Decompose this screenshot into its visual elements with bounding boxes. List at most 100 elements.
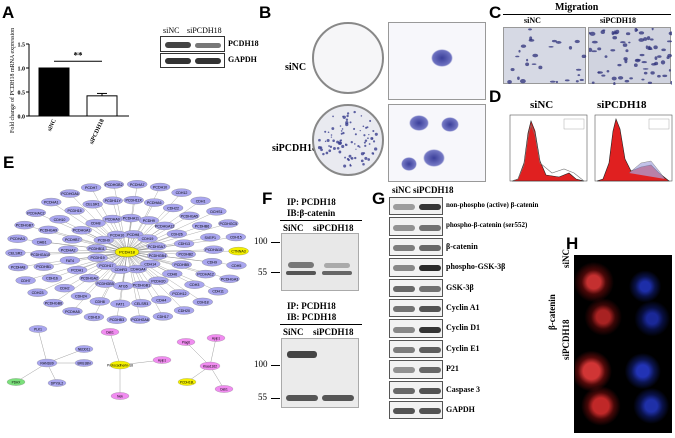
subnet-node bbox=[74, 359, 94, 367]
network-node-label: PCDHGA12 bbox=[155, 224, 174, 228]
panel-f-col2-sipcdh18: siPCDH18 bbox=[313, 327, 354, 337]
network-node-label: PCDH11X bbox=[125, 199, 142, 203]
network-edge bbox=[126, 215, 190, 253]
network-node-label: CDH7 bbox=[21, 279, 31, 283]
network-node-label: CDH20 bbox=[178, 309, 190, 313]
network-node-label: FAT1 bbox=[116, 302, 124, 306]
subnet-node-label: PDHX bbox=[12, 380, 22, 384]
network-node-label: PCDHA12 bbox=[197, 273, 214, 277]
network-node-label: CDH6 bbox=[167, 272, 177, 276]
network-node-label: PCDH1 bbox=[71, 269, 83, 273]
network-node-label: PCDHGB4 bbox=[149, 254, 166, 258]
subnet-hub-node bbox=[199, 361, 221, 371]
network-node-label: PCDH10 bbox=[153, 186, 167, 190]
subnet-hub-label: RAN1B9 bbox=[40, 361, 53, 365]
network-node-label: DCHS1 bbox=[210, 210, 222, 214]
panel-a-blot-col-sinc: siNC bbox=[163, 26, 180, 35]
network-node-label: CDH22 bbox=[167, 206, 179, 210]
network-node bbox=[151, 295, 172, 304]
network-node-label: CTNNA3 bbox=[231, 250, 245, 254]
y-tick-label: 0.5 bbox=[18, 91, 26, 97]
network-node-label: CDH3 bbox=[190, 283, 200, 287]
network-node bbox=[162, 269, 183, 278]
subnet-hub-label: Protocadherin-18 bbox=[107, 363, 133, 367]
network-node bbox=[5, 248, 26, 258]
network-node bbox=[64, 206, 85, 215]
subnet-node bbox=[176, 338, 196, 346]
network-hub-node bbox=[114, 246, 140, 258]
network-node bbox=[31, 237, 53, 246]
subnet-edge bbox=[37, 328, 48, 364]
panel-f-marker2-100: 100 bbox=[254, 359, 268, 369]
subnet-node bbox=[100, 328, 120, 336]
panel-c-col-sipcdh18: siPCDH18 bbox=[600, 16, 636, 25]
network-node-label: SVEP1 bbox=[204, 236, 216, 240]
panel-g-blot-2 bbox=[389, 237, 443, 257]
network-node bbox=[225, 232, 246, 242]
y-tick-label: 1.5 bbox=[18, 43, 26, 49]
subnet-node bbox=[214, 385, 234, 393]
y-tick-label: 1.0 bbox=[18, 67, 26, 73]
network-node bbox=[87, 253, 108, 262]
network-node-label: CDH15 bbox=[230, 235, 242, 239]
panel-f-col2-sinc: SiNC bbox=[283, 327, 304, 337]
subnet-node-label: PCDH18L bbox=[180, 380, 195, 384]
network-node bbox=[33, 262, 54, 271]
network-node bbox=[59, 256, 81, 265]
network-node bbox=[102, 196, 123, 205]
network-edge bbox=[74, 210, 128, 253]
panel-h-row-sinc: siNC bbox=[561, 248, 571, 268]
panel-a-blot-row-gapdh: GAPDH bbox=[228, 55, 257, 64]
subnet-node-label: BRG1BN bbox=[77, 361, 91, 365]
network-node-label: PCDH8 bbox=[127, 233, 139, 237]
subnet-node-label: Nek bbox=[117, 394, 123, 398]
network-node-label: CDH11 bbox=[212, 290, 224, 294]
network-node bbox=[228, 246, 249, 256]
panel-letter-c: C bbox=[489, 3, 502, 22]
y-tick-label: 0.0 bbox=[18, 115, 26, 121]
network-node-label: CDH16 bbox=[46, 277, 58, 281]
network-node-label: PCDHGB5 bbox=[96, 282, 113, 286]
panel-b-micro-sinc bbox=[388, 22, 486, 100]
network-node-label: CELSR2 bbox=[8, 251, 22, 255]
network-node bbox=[169, 289, 190, 298]
panel-g-blot-4 bbox=[389, 278, 443, 297]
panel-c-micro-sinc bbox=[503, 27, 587, 84]
network-node-label: PCDHGA6 bbox=[61, 192, 78, 196]
panel-e-network: CDH1DCHS1PCDHGC5CDH15CTNNA3CDH5PCDHGA3CD… bbox=[5, 180, 249, 400]
network-node-label: PCDHGB2 bbox=[105, 183, 122, 187]
network-node-label: PCDHGA4 bbox=[128, 268, 145, 272]
network-node-label: CELSR3 bbox=[134, 302, 148, 306]
network-edge bbox=[126, 225, 203, 253]
network-node bbox=[54, 284, 75, 293]
network-node bbox=[71, 226, 92, 235]
network-node-label: PCDH17 bbox=[99, 264, 113, 268]
panel-b-micro-sipcdh18 bbox=[388, 104, 486, 182]
subnet-node-label: Apip1 bbox=[212, 336, 220, 340]
subnet-edge bbox=[109, 331, 121, 366]
panel-g-row-label-4: GSK-3β bbox=[446, 282, 474, 292]
network-node-label: PCDHGA2 bbox=[81, 277, 98, 281]
network-node bbox=[120, 213, 142, 223]
panel-g-row-label-8: P21 bbox=[446, 364, 459, 374]
panel-letter-a: A bbox=[2, 3, 15, 22]
panel-f-blot1 bbox=[281, 233, 359, 291]
network-edge bbox=[126, 251, 203, 303]
network-node bbox=[38, 225, 59, 235]
network-node bbox=[146, 242, 167, 251]
network-node bbox=[43, 298, 64, 308]
panel-h-row-sipcdh18: siPCDH18 bbox=[561, 319, 571, 361]
panel-a-blot-gapdh bbox=[160, 53, 225, 68]
network-edge bbox=[112, 200, 128, 253]
panel-g-blot-6 bbox=[389, 319, 443, 338]
network-node-label: PCDH15 bbox=[67, 209, 81, 213]
subnet-node bbox=[74, 345, 94, 353]
panel-d-histogram-sipcdh18 bbox=[594, 114, 673, 182]
network-node bbox=[207, 287, 229, 296]
significance-label: ** bbox=[74, 50, 84, 60]
panel-d-col-sipcdh18: siPCDH18 bbox=[597, 99, 647, 111]
network-node-label: PCDHGB1 bbox=[133, 283, 150, 287]
network-node bbox=[173, 239, 195, 248]
network-edge bbox=[92, 204, 128, 253]
network-node-label: PCDHB11 bbox=[88, 247, 104, 251]
